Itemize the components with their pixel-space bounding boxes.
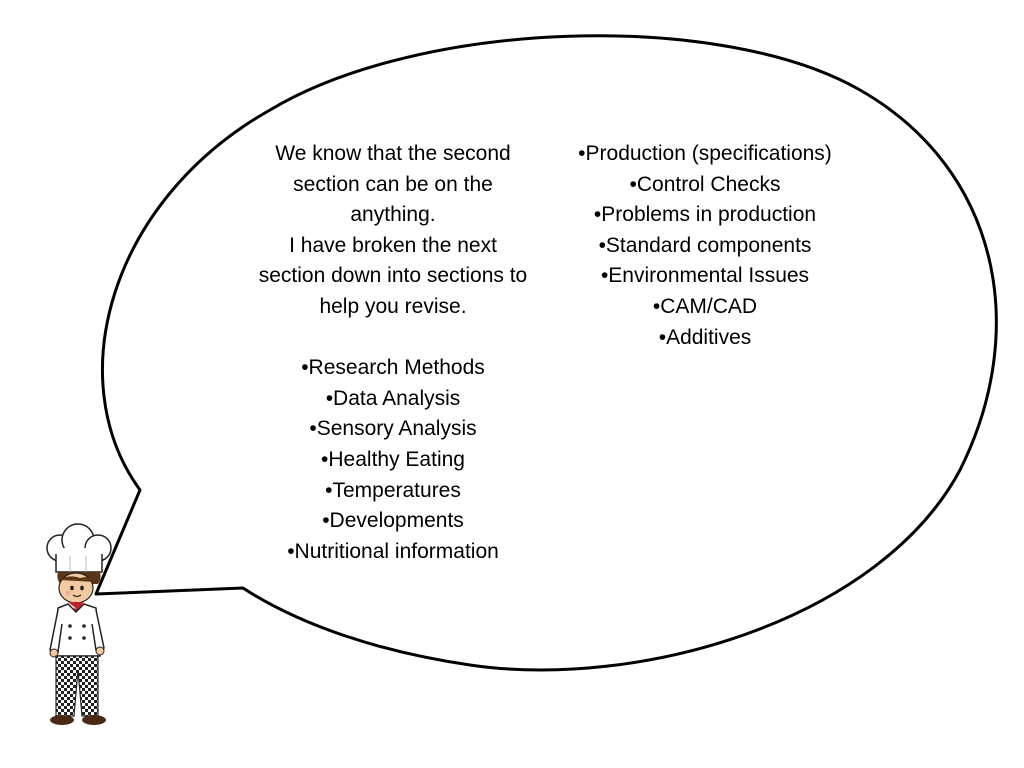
topic-item: •Data Analysis [325,386,461,410]
topic-item: •Nutritional information [287,539,499,563]
topic-item: •CAM/CAD [652,294,758,318]
topic-item: •Control Checks [629,172,781,196]
topic-item: •Problems in production [593,203,817,227]
topic-item: •Environmental Issues [600,264,810,288]
topic-item: •Temperatures [325,478,461,502]
intro-line: section can be on the [293,172,493,196]
left-text-column: We know that the second section can be o… [232,139,554,567]
chef-hat [46,523,112,573]
topic-item: •Standard components [598,233,812,257]
intro-line: I have broken the next [289,233,497,257]
chef-icon [46,523,112,725]
chef-shoes [50,715,106,725]
chef-head [57,572,101,604]
topic-item: •Production (specifications) [578,142,832,165]
blank-line [232,323,554,354]
topic-item: •Additives [658,325,752,349]
topic-item: •Research Methods [301,356,485,380]
chef-jacket [49,603,105,658]
intro-line: We know that the second [275,142,511,165]
chef-trousers [55,655,99,717]
intro-line: section down into sections to [258,264,528,288]
intro-line: help you revise. [319,294,467,318]
topic-item: •Developments [322,509,464,533]
topic-item: •Sensory Analysis [309,417,477,441]
intro-line: anything. [350,203,436,227]
topic-item: •Healthy Eating [321,447,465,471]
right-text-column: •Production (specifications) •Control Ch… [548,139,862,353]
